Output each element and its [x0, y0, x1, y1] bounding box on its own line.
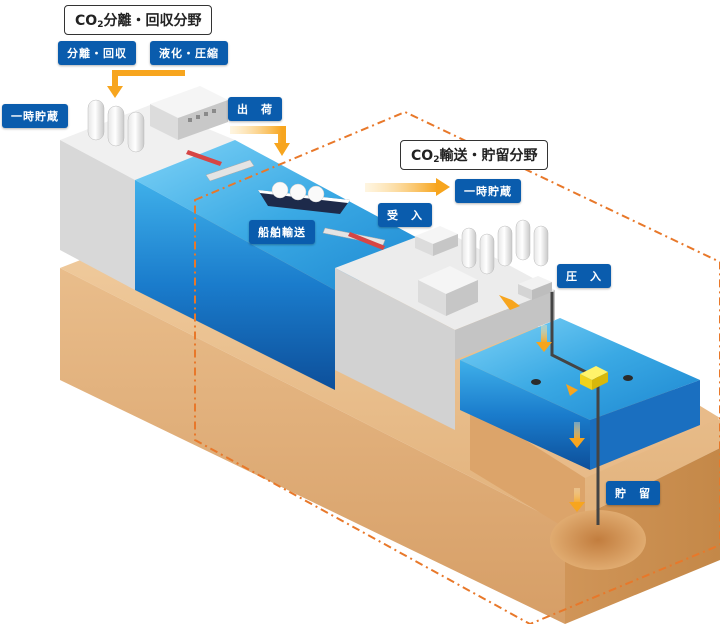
injection-label: 圧 入: [557, 264, 611, 288]
capture-section-title: CO2分離・回収分野: [64, 5, 213, 35]
left-building: [150, 86, 228, 140]
capture-title-sub: 2: [97, 20, 104, 30]
left-land-front: [60, 140, 135, 290]
left-loading-arm: [186, 150, 255, 182]
deep-layer-front: [470, 405, 585, 540]
sand-base-front: [60, 268, 565, 624]
temp-storage-right-label: 一時貯蔵: [455, 179, 521, 203]
right-small-building: [415, 226, 458, 256]
sea-front: [135, 180, 335, 390]
storage-title-text: 輸送・貯留分野: [439, 148, 538, 164]
flow-arrows: [107, 70, 585, 512]
right-land-front: [335, 268, 455, 430]
lng-carrier-ship: [258, 181, 350, 214]
liquefaction-label: 液化・圧縮: [150, 41, 228, 65]
storage-title-sub: 2: [433, 155, 440, 165]
receiving-label: 受 入: [378, 203, 432, 227]
separation-label: 分離・回収: [58, 41, 136, 65]
injection-pipe: [550, 292, 600, 525]
right-land-side: [455, 290, 555, 360]
temp-storage-left-label: 一時貯蔵: [2, 104, 68, 128]
right-loading-arm: [322, 227, 386, 250]
storage-label: 貯 留: [606, 481, 660, 505]
transport-storage-section-title: CO2輸送・貯留分野: [400, 140, 549, 170]
right-storage-tanks: [461, 219, 549, 275]
offshore-sea-side: [590, 380, 700, 470]
storage-reservoir: [550, 510, 646, 570]
shipping-out-label: 出 荷: [228, 97, 282, 121]
offshore-platform: [580, 366, 608, 390]
storage-title-co: CO: [411, 148, 434, 164]
capture-title-co: CO: [75, 13, 98, 29]
offshore-sea-front: [460, 360, 590, 470]
capture-title-text: 分離・回収分野: [103, 13, 202, 29]
crab-icon: [531, 375, 633, 385]
injection-unit: [518, 276, 552, 300]
transport-storage-dashed-frame: [194, 110, 720, 624]
ship-transport-label: 船舶輸送: [249, 220, 315, 244]
right-building: [418, 266, 478, 316]
left-storage-tanks: [87, 99, 145, 153]
